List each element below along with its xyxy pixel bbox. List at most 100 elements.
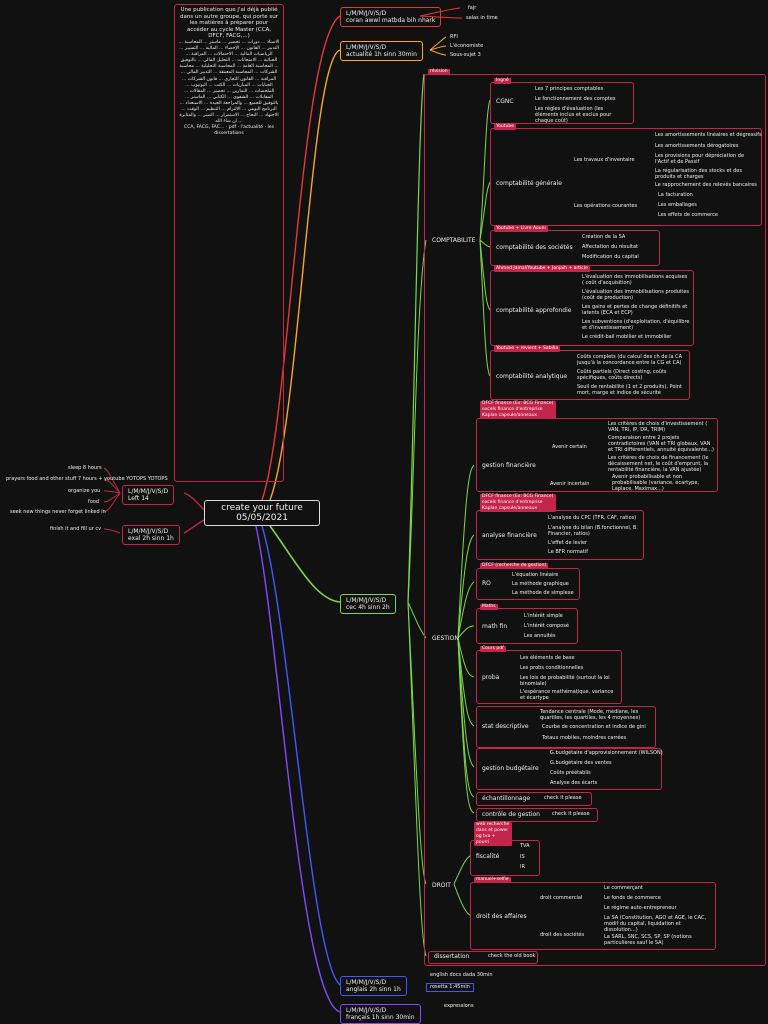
central-topic[interactable]: create your future 05/05/2021 [204,500,320,526]
societes-droit-item[interactable]: La SARL, SNC, SCS, SP, SP (notions parti… [604,934,692,946]
fiscalite-item[interactable]: TVA [520,843,530,849]
certain-item[interactable]: Comparaison entre 2 projets contradictoi… [608,435,714,453]
mathfin-label[interactable]: math fin [482,623,508,630]
certain-item[interactable]: Les critères de choix de financement (le… [608,455,709,473]
affaires-label[interactable]: droit des affaires [476,913,527,920]
inventaire-item[interactable]: Le rapprochement des relevés bancaires [655,182,757,188]
societes-label[interactable]: comptabilité des sociétés [496,244,573,251]
budget-item[interactable]: Analyse des écarts [550,780,598,786]
cgnc-label[interactable]: CGNC [496,98,514,105]
left-child-sleep[interactable]: sleep 8 hours [68,465,102,471]
certain-item[interactable]: Les critères de choix d'investissement (… [608,421,708,433]
section-droit[interactable]: DROIT [432,882,451,889]
incertain-label[interactable]: Avenir incertain [550,481,590,487]
cgnc-item[interactable]: Les 7 principes comptables [535,86,604,92]
approfondie-label[interactable]: comptabilité approfondie [496,307,572,314]
coran-child-fajr[interactable]: fajr [468,5,477,11]
approfondie-item[interactable]: Les subventions (d'exploitation, d'équil… [582,319,690,331]
societes-droit-item[interactable]: La SA (Constitution, AGO et AGE, le CAC,… [604,915,707,933]
cgnc-item[interactable]: Les règles d'évaluation (les éléments in… [535,106,612,124]
branch-coran[interactable]: L/M/M/J/V/S/D coran awwl matbda bih nhar… [340,7,442,27]
dissertation-label[interactable]: dissertation [434,953,470,960]
actualite-child-sous-sujet[interactable]: Sous-sujet 3 [450,52,481,58]
ro-item[interactable]: La méthode graphique [512,581,569,587]
ro-item[interactable]: La méthode de simplexe [512,590,574,596]
certain-label[interactable]: Avenir certain [552,444,587,450]
courantes-item[interactable]: Les emballages [658,202,697,208]
stat-item[interactable]: Tendance centrale (Mode, médiane, les qu… [540,709,641,721]
approfondie-item[interactable]: Les gains et pertes de change définitifs… [582,304,688,316]
branch-left[interactable]: L/M/M/J/V/S/D Left 14 [122,485,175,505]
echantillonnage-label[interactable]: échantillonnage [482,795,531,802]
courantes-label[interactable]: Les opérations courantes [574,203,638,209]
coran-child-salas[interactable]: salas in time [466,15,498,21]
left-child-seek[interactable]: seek new things never forget linked in [10,509,106,515]
stat-item[interactable]: Totaux mobiles, moindres carrées [542,735,627,741]
branch-exal[interactable]: L/M/M/J/V/S/D exal 2h sinn 1h [122,525,180,545]
analyse-item[interactable]: L'effet de levier [548,540,588,546]
commercial-label[interactable]: droit commercial [540,895,583,901]
budget-label[interactable]: gestion budgétaire [482,765,539,772]
left-child-prayers[interactable]: prayers food and other stuff 7 hours + y… [6,476,168,482]
anglais-child-rosetta[interactable]: rosetta 1:45min [426,983,474,992]
actualite-child-economiste[interactable]: L'économiste [450,43,484,49]
proba-item[interactable]: Les probs conditionnelles [520,665,584,671]
analytique-label[interactable]: comptabilité analytique [496,373,568,380]
societes-item[interactable]: Modification du capital [582,254,639,260]
mathfin-item[interactable]: Les annuités [524,633,556,639]
actualite-child-rfi[interactable]: RFI [450,34,458,40]
left-child-food[interactable]: food [88,499,100,505]
budget-item[interactable]: Coûts préétablis [550,770,591,776]
anglais-child-docs[interactable]: english docs dada 30min [430,972,493,978]
societes-droit-label[interactable]: droit des sociétés [540,932,585,938]
francais-child-expressions[interactable]: expressions [444,1003,474,1009]
finance-label[interactable]: gestion financière [482,462,536,469]
branch-cec[interactable]: L/M/M/J/V/S/D cec 4h sinn 2h [340,594,396,614]
branch-actualite[interactable]: L/M/M/J/V/S/D actualité 1h sinn 30min [340,41,423,61]
budget-item[interactable]: G.budgétaire des ventes [550,760,612,766]
societes-item[interactable]: Création de la SA [582,234,626,240]
analytique-item[interactable]: Seuil de rentabilité (1 et 2 produits), … [577,384,682,396]
fiscalite-item[interactable]: IS [520,854,525,860]
proba-item[interactable]: Les éléments de base [520,655,575,661]
exal-child-cv[interactable]: finish it and fill ur cv [50,526,102,532]
approfondie-item[interactable]: Le crédit-bail mobilier et immobilier [582,334,672,340]
stat-item[interactable]: Courbe de concentration et indice de gin… [542,724,646,730]
commercial-item[interactable]: Le commerçant [604,885,643,891]
societes-item[interactable]: Affectation du résultat [582,244,638,250]
inventaire-item[interactable]: Les amortissements linéaires et dégressi… [655,132,762,138]
mathfin-item[interactable]: L'intérêt composé [524,623,569,629]
analytique-item[interactable]: Coûts partiels (Direct costing, coûts sp… [577,369,667,381]
analyse-item[interactable]: L'analyse du CPC (TFR, CAF, ratios) [548,515,637,521]
approfondie-item[interactable]: L'évaluation des immobilisations acquise… [582,274,688,286]
ro-item[interactable]: L'équation linéaire [512,572,559,578]
left-child-organize[interactable]: organize you [68,488,101,494]
commercial-item[interactable]: Le régime auto-entrepreneur [604,905,677,911]
analyse-item[interactable]: L'analyse du bilan (B.fonctionnel, B. Fi… [548,525,638,537]
budget-item[interactable]: G.budgétaire d'approvisionnement (WILSON… [550,750,663,756]
ro-label[interactable]: RO [482,580,491,587]
controle-label[interactable]: contrôle de gestion [482,811,540,818]
courantes-item[interactable]: Les effets de commerce [658,212,718,218]
commercial-item[interactable]: Le fonds de commerce [604,895,661,901]
cgnc-item[interactable]: Le fonctionnement des comptes [535,96,616,102]
stat-label[interactable]: stat descriptive [482,723,529,730]
fiscalite-item[interactable]: IR [520,864,525,870]
generale-label[interactable]: comptabilité générale [496,180,562,187]
approfondie-item[interactable]: L'évaluation des immobilisations produit… [582,289,690,301]
incertain-item[interactable]: Avenir probabilisable et non probabilisa… [612,474,700,492]
analyse-item[interactable]: Le BFR normatif [548,549,588,555]
mathfin-item[interactable]: L'intérêt simple [524,613,563,619]
analytique-item[interactable]: Coûts complets (du calcul des ch de la C… [577,354,683,366]
branch-anglais[interactable]: L/M/M/J/V/S/D anglais 2h sinn 1h [340,976,407,996]
section-gestion[interactable]: GESTION [432,635,459,642]
inventaire-item[interactable]: La régularisation des stocks et des prod… [655,168,742,180]
inventaire-label[interactable]: Les travaux d'inventaire [574,157,635,163]
fiscalite-label[interactable]: fiscalité [476,853,500,860]
proba-item[interactable]: Les lois de probabilité (surtout la loi … [520,675,610,687]
section-comptabilite[interactable]: COMPTABILITE [432,237,476,244]
analyse-label[interactable]: analyse financière [482,532,537,539]
proba-label[interactable]: proba [482,674,500,681]
branch-francais[interactable]: L/M/M/J/V/S/D français 1h sinn 30min [340,1004,421,1024]
inventaire-item[interactable]: Les amortissements dérogatoires [655,143,739,149]
